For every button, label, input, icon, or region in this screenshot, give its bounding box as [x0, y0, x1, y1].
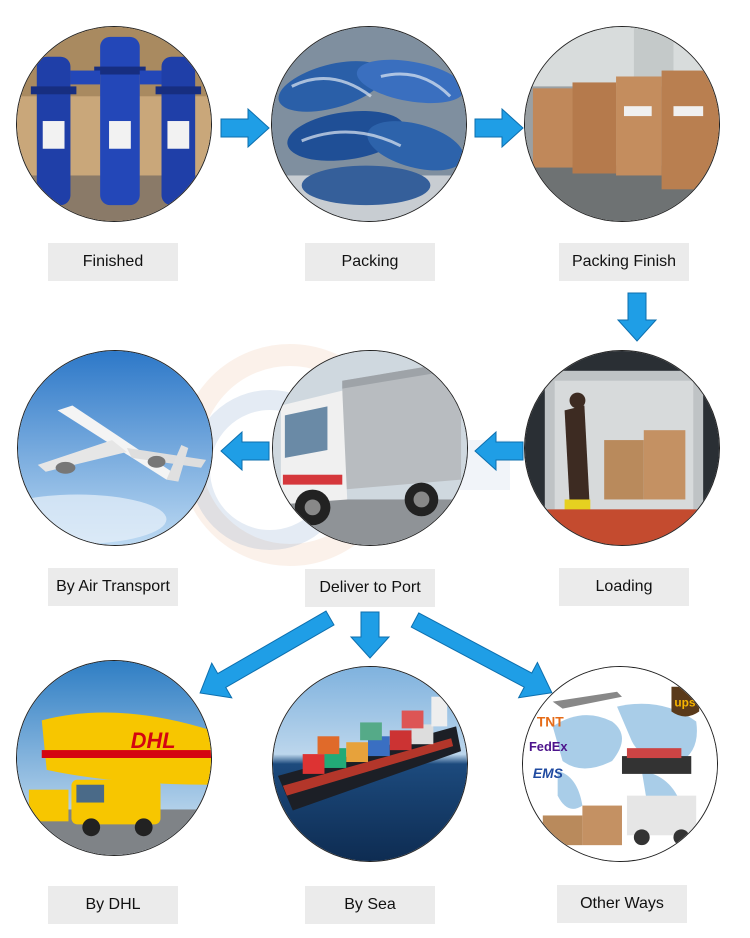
packing-finish-photo — [524, 26, 720, 222]
step-label-packing-finish: Packing Finish — [559, 243, 689, 281]
step-label-deliver-to-port: Deliver to Port — [305, 569, 435, 607]
step-label-loading: Loading — [559, 568, 689, 606]
arrow-right-icon — [474, 107, 524, 149]
step-label-finished: Finished — [48, 243, 178, 281]
loading-photo — [524, 350, 720, 546]
step-label-by-sea: By Sea — [305, 886, 435, 924]
ems-logo: EMS — [533, 765, 564, 781]
step-label-by-dhl: By DHL — [48, 886, 178, 924]
dhl-plane-van-icon: DHL — [17, 661, 211, 855]
by-sea-photo — [272, 666, 468, 862]
arrow-down-icon — [616, 292, 658, 342]
container-ship-icon — [273, 667, 467, 861]
arrow-down-icon — [349, 611, 391, 659]
dhl-photo: DHL — [16, 660, 212, 856]
arrow-left-icon — [474, 430, 524, 472]
tnt-logo: TNT — [537, 713, 564, 729]
packing-photo — [271, 26, 467, 222]
step-label-by-air-transport: By Air Transport — [48, 568, 178, 606]
other-ways-photo: TNT FedEx EMS ups — [522, 666, 718, 862]
airplane-icon — [18, 351, 212, 545]
arrow-left-icon — [220, 430, 270, 472]
plastic-wrapped-parts-icon — [272, 27, 466, 221]
air-transport-photo — [17, 350, 213, 546]
dhl-logo: DHL — [131, 728, 176, 753]
courier-world-map-icon: TNT FedEx EMS ups — [523, 667, 717, 861]
container-loading-icon — [525, 351, 719, 545]
step-label-other-ways: Other Ways — [557, 885, 687, 923]
arrow-right-icon — [220, 107, 270, 149]
step-label-packing: Packing — [305, 243, 435, 281]
ups-logo: ups — [674, 696, 695, 710]
fedex-logo: FedEx — [529, 739, 568, 754]
